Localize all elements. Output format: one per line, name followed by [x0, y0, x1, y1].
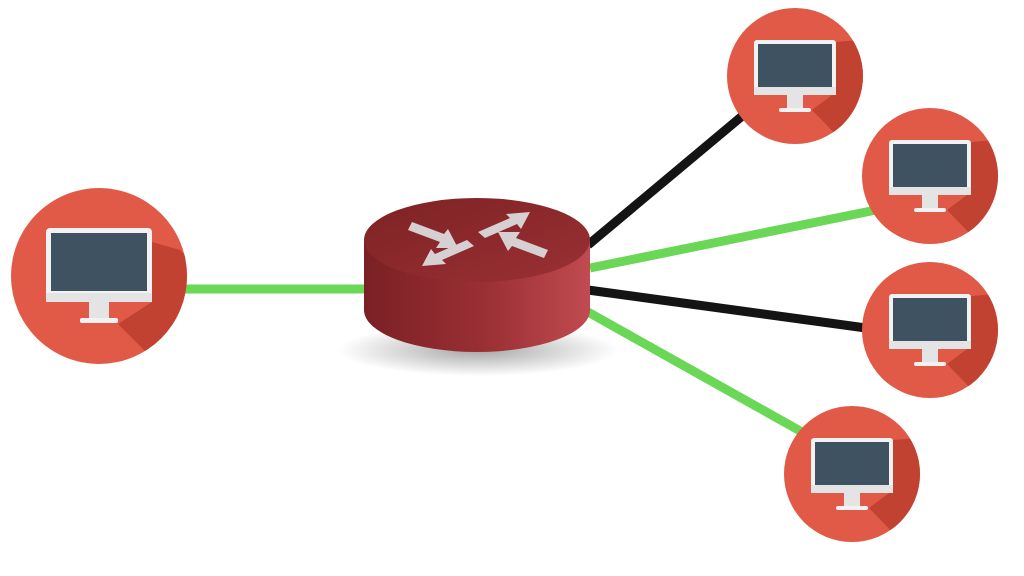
link-right-2 — [589, 205, 877, 273]
computer-monitor-icon — [889, 294, 971, 366]
link-right-3 — [587, 285, 867, 333]
node-right-3 — [862, 262, 998, 398]
node-right-2 — [862, 108, 998, 244]
node-right-4 — [784, 406, 920, 542]
router — [338, 198, 618, 376]
router-top — [364, 198, 590, 282]
computer-monitor-icon — [889, 140, 971, 212]
computer-monitor-icon — [754, 40, 836, 112]
router-icon — [408, 212, 548, 266]
link-right-4 — [585, 308, 805, 436]
links — [180, 108, 877, 436]
link-right-1 — [585, 108, 750, 249]
computer-monitor-icon — [46, 228, 152, 323]
computer-monitor-icon — [811, 438, 893, 510]
